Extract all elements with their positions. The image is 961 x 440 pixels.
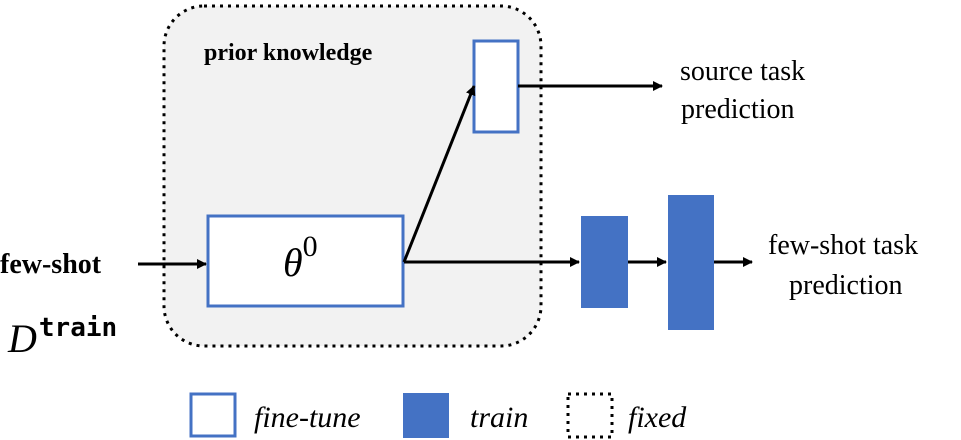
legend-train-swatch xyxy=(403,393,449,438)
legend-fixed-label: fixed xyxy=(628,401,687,434)
fewshot-head-box-2 xyxy=(668,195,714,330)
fewshot-task-label-line2: prediction xyxy=(789,270,903,301)
theta-symbol: θ xyxy=(283,240,303,285)
dataset-superscript: train xyxy=(39,313,117,343)
theta-to-source-arrow xyxy=(402,85,476,263)
legend-fixed-swatch xyxy=(566,392,614,439)
prior-knowledge-label: prior knowledge xyxy=(204,40,373,66)
source-task-label-line1: source task xyxy=(680,56,805,87)
theta-label: θ0 xyxy=(283,230,318,285)
source-task-label-line2: prediction xyxy=(681,94,795,125)
source-head-box xyxy=(472,39,520,134)
legend-train-label: train xyxy=(470,401,528,434)
theta-superscript: 0 xyxy=(303,230,318,263)
input-label: few-shot xyxy=(0,249,102,280)
fewshot-head-box-1 xyxy=(581,216,628,308)
legend-finetune-label: fine-tune xyxy=(254,401,361,434)
legend-finetune-swatch xyxy=(189,392,237,438)
fewshot-task-label-line1: few-shot task xyxy=(768,230,918,261)
dataset-symbol: D xyxy=(7,316,37,361)
dataset-label: Dtrain xyxy=(7,313,117,361)
